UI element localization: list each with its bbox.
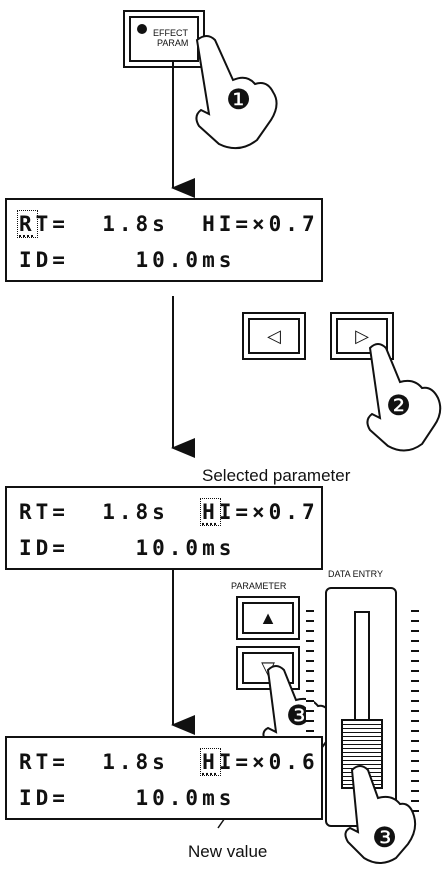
step-3-badge-slider: ❸ (372, 824, 397, 852)
display-3-row-1-start: RT= 1.8s (19, 750, 202, 774)
lcd-display-3: RT= 1.8s HI=×0.6 ID= 10.0ms (5, 736, 323, 820)
display-3-row-1-rest: I=×0.6 (219, 750, 319, 774)
display-3-cursor: H (202, 750, 219, 774)
display-3-row-1: RT= 1.8s HI=×0.6 (19, 752, 319, 773)
caption-new-value: New value (188, 842, 267, 862)
display-3-row-2: ID= 10.0ms (19, 788, 235, 809)
